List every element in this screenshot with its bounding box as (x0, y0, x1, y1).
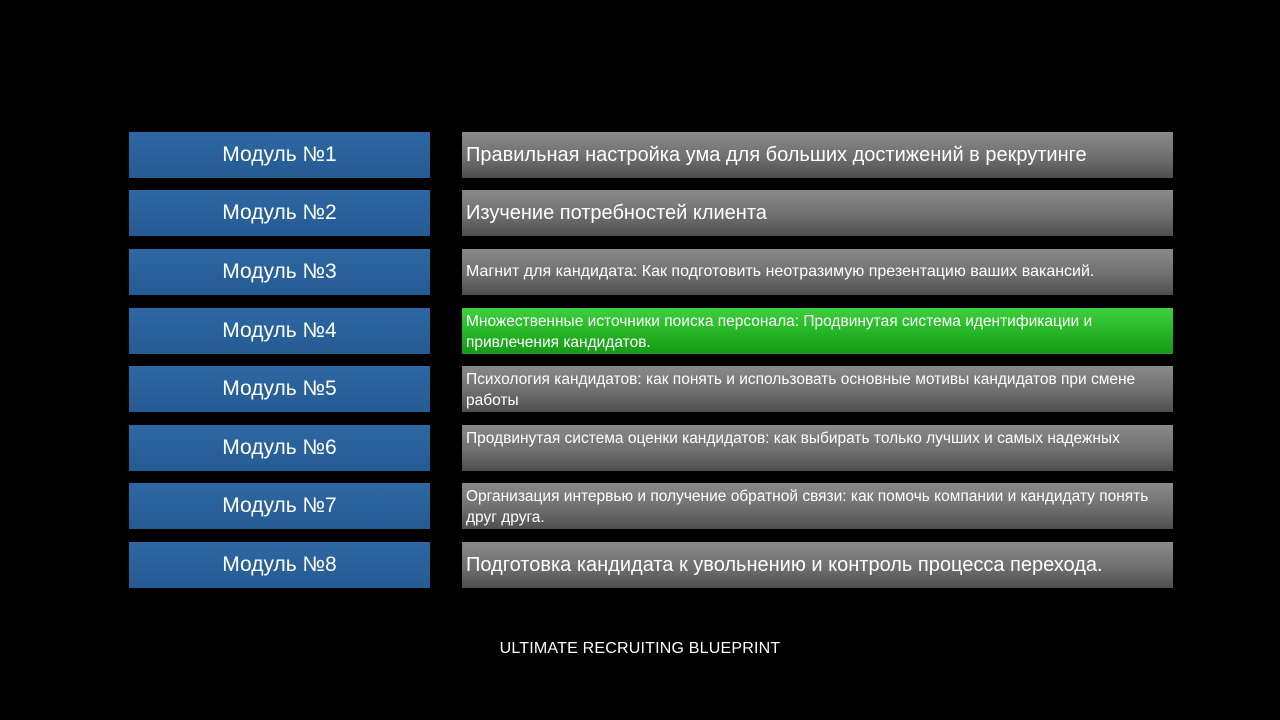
module-label-5: Модуль №5 (129, 366, 430, 412)
module-row-8: Модуль №8 Подготовка кандидата к увольне… (129, 542, 1173, 588)
module-title-4-active: Множественные источники поиска персонала… (462, 308, 1173, 354)
module-title-3: Магнит для кандидата: Как подготовить не… (462, 249, 1173, 295)
module-row-2: Модуль №2 Изучение потребностей клиента (129, 190, 1173, 236)
module-row-1: Модуль №1 Правильная настройка ума для б… (129, 132, 1173, 178)
module-row-5: Модуль №5 Психология кандидатов: как пон… (129, 366, 1173, 412)
module-title-8: Подготовка кандидата к увольнению и конт… (462, 542, 1173, 588)
module-label-3: Модуль №3 (129, 249, 430, 295)
module-title-2: Изучение потребностей клиента (462, 190, 1173, 236)
module-label-6: Модуль №6 (129, 425, 430, 471)
module-label-4: Модуль №4 (129, 308, 430, 354)
module-row-7: Модуль №7 Организация интервью и получен… (129, 483, 1173, 529)
module-title-7: Организация интервью и получение обратно… (462, 483, 1173, 529)
module-label-1: Модуль №1 (129, 132, 430, 178)
module-label-2: Модуль №2 (129, 190, 430, 236)
module-label-7: Модуль №7 (129, 483, 430, 529)
module-row-4: Модуль №4 Множественные источники поиска… (129, 308, 1173, 354)
module-title-6: Продвинутая система оценки кандидатов: к… (462, 425, 1173, 471)
footer-caption: ULTIMATE RECRUITING BLUEPRINT (499, 640, 781, 657)
module-label-8: Модуль №8 (129, 542, 430, 588)
module-title-1: Правильная настройка ума для больших дос… (462, 132, 1173, 178)
module-row-3: Модуль №3 Магнит для кандидата: Как подг… (129, 249, 1173, 295)
module-row-6: Модуль №6 Продвинутая система оценки кан… (129, 425, 1173, 471)
module-title-5: Психология кандидатов: как понять и испо… (462, 366, 1173, 412)
